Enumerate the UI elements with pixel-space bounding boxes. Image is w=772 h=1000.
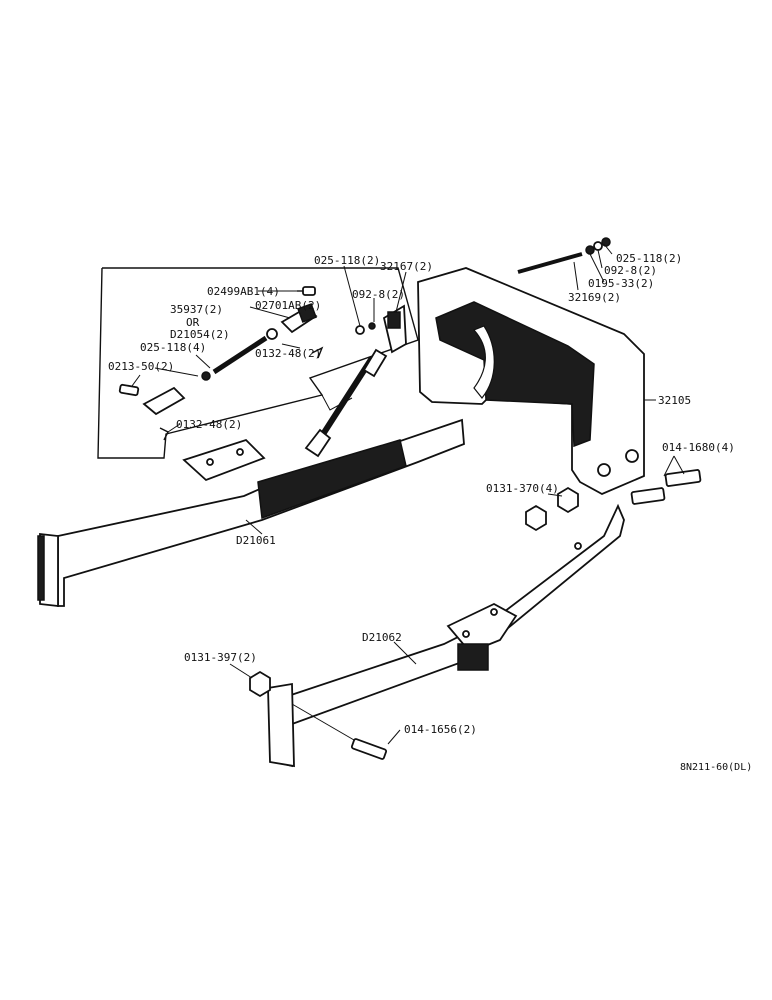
label-02499ab1: 02499AB1(4) — [207, 285, 280, 298]
label-35937: 35937(2) — [170, 303, 223, 316]
label-025-118-right: 025-118(2) — [616, 252, 682, 265]
label-0213-50: 0213-50(2) — [108, 360, 174, 373]
label-092-8-right: 092-8(2) — [604, 264, 657, 277]
bar-d21061 — [37, 418, 465, 608]
label-d21061: D21061 — [236, 534, 276, 547]
label-or: OR — [186, 316, 200, 329]
label-0195-33: 0195-33(2) — [588, 277, 654, 290]
label-02701ab: 02701AB(2) — [255, 299, 321, 312]
label-014-1656: 014-1656(2) — [404, 723, 477, 736]
label-025-118-inset: 025-118(4) — [140, 341, 206, 354]
inset-upper-clevis — [280, 303, 318, 334]
drawing-code: 8N211-60(DL) — [680, 762, 752, 773]
bar-d21062 — [267, 503, 625, 768]
weight-bolts — [630, 469, 702, 505]
label-d21062: D21062 — [362, 631, 402, 644]
label-32167: 32167(2) — [380, 260, 433, 273]
label-32105: 32105 — [658, 394, 691, 407]
label-0131-397: 0131-397(2) — [184, 651, 257, 664]
label-092-8-left: 092-8(2) — [352, 288, 405, 301]
front-weight — [417, 267, 645, 495]
bolt-014-1656 — [291, 703, 388, 760]
weight-nuts — [525, 486, 579, 532]
bracket-32167 — [355, 304, 407, 354]
label-d21054: D21054(2) — [170, 328, 230, 341]
label-025-118-top: 025-118(2) — [314, 254, 380, 267]
label-0132-48-lower: 0132-48(2) — [176, 418, 242, 431]
label-32169: 32169(2) — [568, 291, 621, 304]
label-0131-370: 0131-370(4) — [486, 482, 559, 495]
inset-lower-clevis — [118, 383, 186, 416]
label-0132-48-upper: 0132-48(2) — [255, 347, 321, 360]
inset-rod — [201, 328, 278, 381]
leader-lines — [229, 243, 685, 745]
inset-bolt — [297, 286, 316, 296]
turnbuckle-link — [304, 348, 388, 458]
inset-leaders — [131, 290, 301, 433]
nut-0131-397 — [249, 670, 271, 698]
label-014-1680: 014-1680(4) — [662, 441, 735, 454]
